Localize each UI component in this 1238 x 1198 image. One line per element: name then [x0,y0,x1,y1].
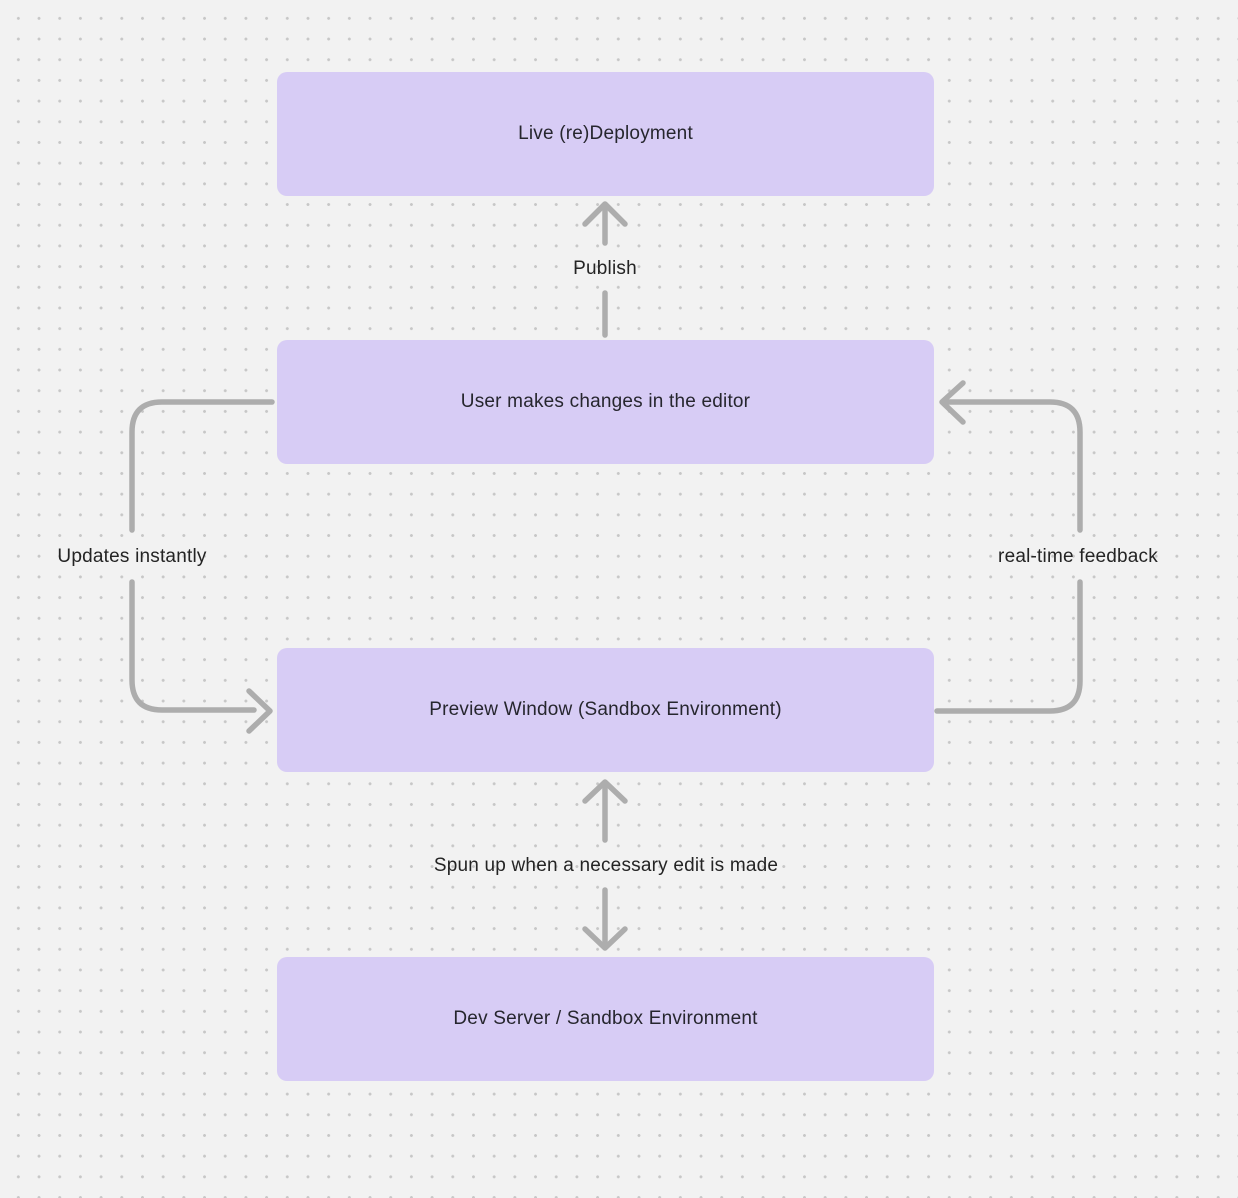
node-live-deployment[interactable]: Live (re)Deployment [277,72,934,196]
updates-connector-lower [129,579,257,713]
feedback-arrow-left-head [939,380,966,425]
node-dev-server-label: Dev Server / Sandbox Environment [453,1008,758,1029]
edge-label-spun-up: Spun up when a necessary edit is made [433,855,779,876]
spunup-arrow-up-head [582,779,628,804]
node-preview-window-label: Preview Window (Sandbox Environment) [429,699,782,720]
edge-label-real-time-feedback: real-time feedback [998,546,1158,567]
feedback-connector-upper [945,399,1083,533]
node-editor-changes[interactable]: User makes changes in the editor [277,340,934,464]
edge-label-publish: Publish [573,258,637,279]
updates-arrow-right-head [246,688,273,734]
publish-arrow-up-head [582,201,628,227]
updates-connector-upper [129,399,275,533]
spunup-arrow-down-head [582,926,628,951]
node-dev-server[interactable]: Dev Server / Sandbox Environment [277,957,934,1081]
edge-label-updates-instantly: Updates instantly [57,546,207,567]
node-editor-changes-label: User makes changes in the editor [460,391,751,412]
feedback-connector-lower [934,579,1083,714]
node-live-deployment-label: Live (re)Deployment [518,123,693,144]
node-preview-window[interactable]: Preview Window (Sandbox Environment) [277,648,934,772]
